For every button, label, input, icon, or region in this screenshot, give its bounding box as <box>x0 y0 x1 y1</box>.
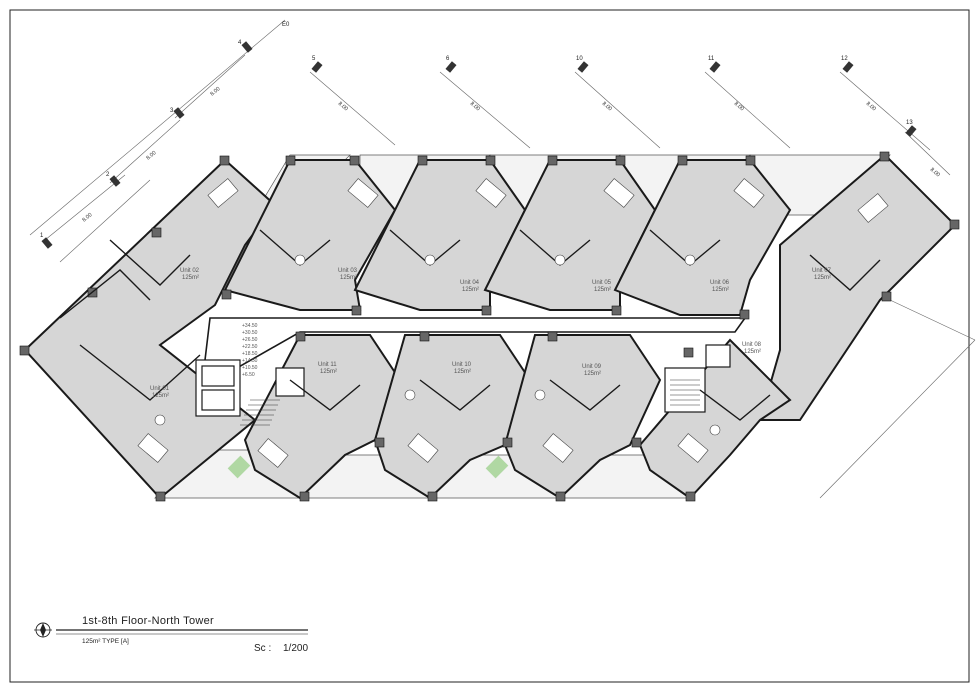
unit-area: 125m² <box>320 369 337 375</box>
grid-bubble-label: 4 <box>238 40 242 46</box>
scale-value: 1/200 <box>283 643 308 654</box>
level-label: +10.50 <box>242 365 258 371</box>
dimension-label: 8.00 <box>733 101 745 112</box>
furniture <box>137 178 889 468</box>
level-label: +14.50 <box>242 358 258 364</box>
grid-bubble-label: 5 <box>312 56 316 62</box>
scale-label: Sc : <box>254 643 271 654</box>
dimension-label: 8.00 <box>469 101 481 112</box>
grid-bubble-label: 10 <box>576 56 583 62</box>
unit-label: Unit 09 <box>582 364 602 370</box>
unit-label: Unit 01 <box>150 386 170 392</box>
level-label: +22.50 <box>242 344 258 350</box>
unit-label: Unit 07 <box>812 268 832 274</box>
dimension-label: 8.00 <box>929 167 941 178</box>
unit-label: Unit 11 <box>318 362 337 368</box>
dimension-label: 8.00 <box>601 101 613 112</box>
dimension-label: 8.00 <box>209 86 221 97</box>
dimension-label: 8.00 <box>337 101 349 112</box>
dimension-label: 8.00 <box>81 212 93 223</box>
unit-area: 125m² <box>584 371 601 377</box>
grid-bubble-label: 1 <box>40 233 44 239</box>
level-stack: +34.50 +30.50 +26.50 +22.50 +18.50 +14.5… <box>242 323 258 378</box>
level-label: +26.50 <box>242 337 258 343</box>
level-label: +6.50 <box>242 372 255 378</box>
drawing-subtitle: 125m² TYPE [A] <box>82 638 129 645</box>
grid-bubble-label: 6 <box>446 56 450 62</box>
unit-label: Unit 03 <box>338 268 358 274</box>
unit-label: Unit 10 <box>452 362 472 368</box>
columns <box>19 151 960 502</box>
drawing-title: 1st-8th Floor-North Tower <box>82 615 214 627</box>
grid-bubble-label: E0 <box>282 22 290 28</box>
grid-bubble-label: 12 <box>841 56 848 62</box>
title-block: 1st-8th Floor-North Tower 125m² TYPE [A]… <box>34 615 308 654</box>
unit-area: 125m² <box>462 287 479 293</box>
level-label: +30.50 <box>242 330 258 336</box>
unit-label: Unit 06 <box>710 280 730 286</box>
unit-area: 125m² <box>182 275 199 281</box>
unit-labels: Unit 01 125m² Unit 02 125m² Unit 03 125m… <box>150 268 832 399</box>
unit-label: Unit 05 <box>592 280 612 286</box>
grid-markers <box>41 41 917 249</box>
unit-area: 125m² <box>712 287 729 293</box>
grid-bubble-labels: 1 2 3 4 5 6 10 11 12 13 E0 <box>40 22 913 239</box>
dimension-label: 8.00 <box>865 101 877 112</box>
grid-bubble-label: 2 <box>106 172 110 178</box>
level-label: +18.50 <box>242 351 258 357</box>
grid-lines <box>29 19 976 499</box>
unit-area: 125m² <box>594 287 611 293</box>
level-label: +34.50 <box>242 323 258 329</box>
dimension-labels: 8.00 8.00 8.00 8.00 8.00 8.00 8.00 8.00 … <box>81 86 940 223</box>
grid-bubble-label: 11 <box>708 56 715 62</box>
grid-bubble-label: 3 <box>170 108 174 114</box>
unit-area: 125m² <box>814 275 831 281</box>
stair-treads <box>240 379 700 426</box>
unit-area: 125m² <box>340 275 357 281</box>
unit-label: Unit 08 <box>742 342 762 348</box>
unit-label: Unit 04 <box>460 280 480 286</box>
unit-label: Unit 02 <box>180 268 200 274</box>
grid-bubble-label: 13 <box>906 120 913 126</box>
unit-area: 125m² <box>744 349 761 355</box>
dimension-label: 8.00 <box>145 150 157 161</box>
unit-area: 125m² <box>454 369 471 375</box>
unit-area: 125m² <box>152 393 169 399</box>
